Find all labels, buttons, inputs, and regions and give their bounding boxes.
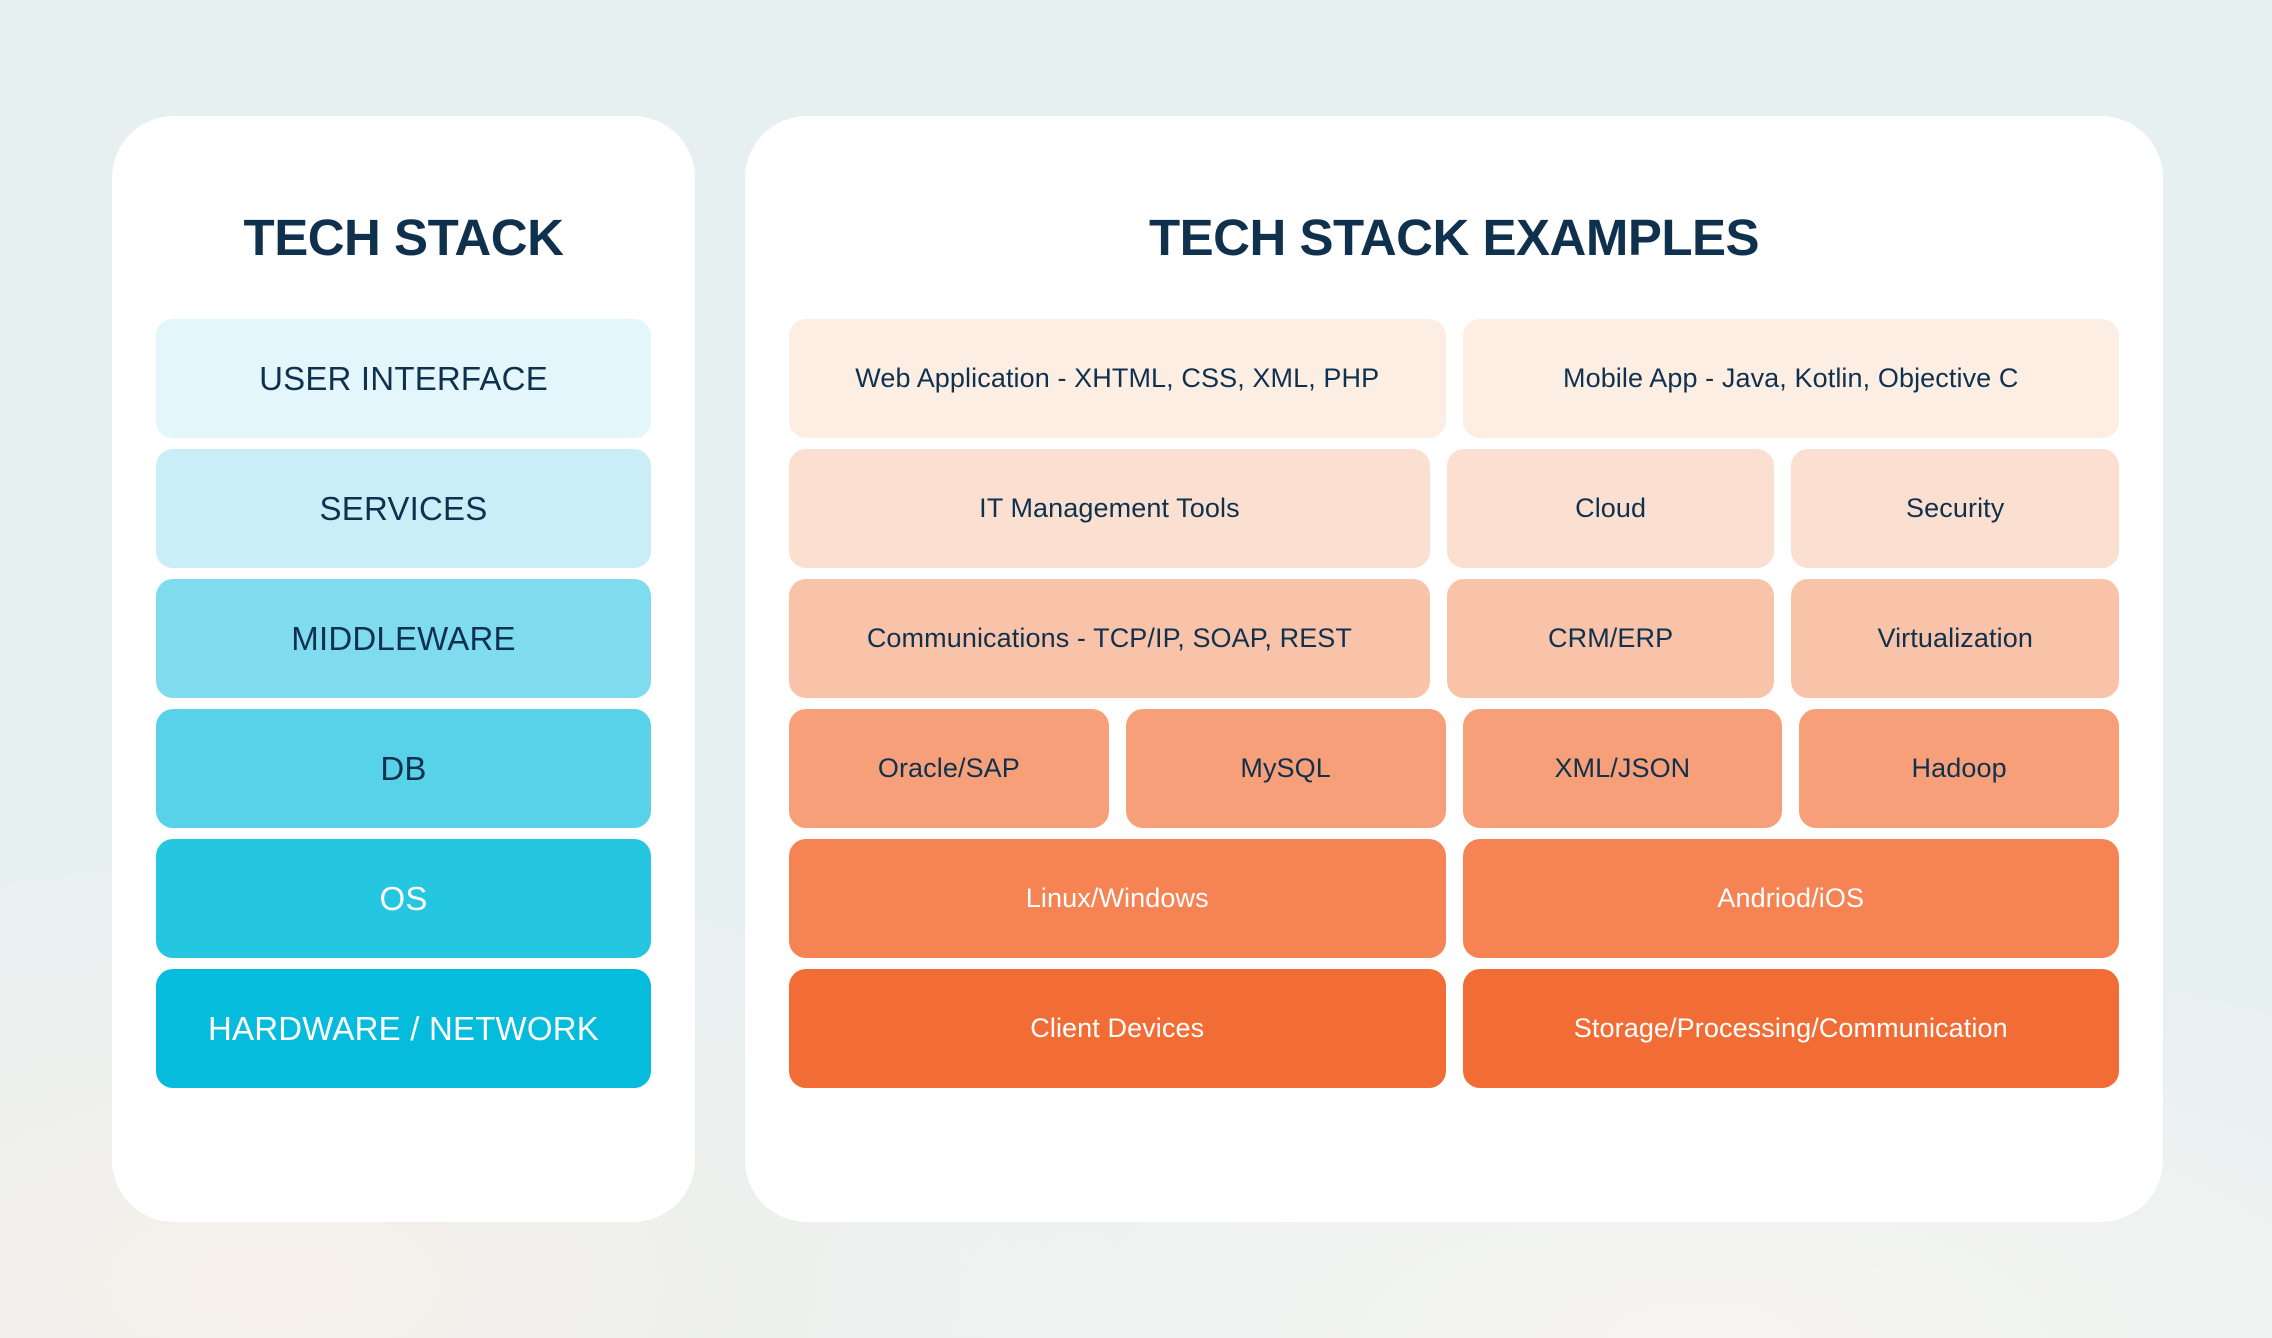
example-cell[interactable]: XML/JSON xyxy=(1462,709,1783,828)
example-cell-label: Storage/Processing/Communication xyxy=(1573,1013,2008,1043)
stack-layer[interactable]: HARDWARE / NETWORK xyxy=(156,969,651,1088)
example-cell[interactable]: Communications - TCP/IP, SOAP, REST xyxy=(789,579,1430,698)
example-cell[interactable]: MySQL xyxy=(1125,709,1446,828)
example-cell[interactable]: Hadoop xyxy=(1799,709,2119,828)
example-cell[interactable]: Cloud xyxy=(1446,449,1775,568)
tech-stack-examples-grid: Web Application - XHTML, CSS, XML, PHP Mo… xyxy=(789,319,2119,1088)
tech-stack-card: TECH STACK USER INTERFACE SERVICES MIDDLEW… xyxy=(112,116,695,1222)
example-cell-label: Oracle/SAP xyxy=(877,753,1020,783)
example-cell[interactable]: CRM/ERP xyxy=(1446,579,1775,698)
example-cell[interactable]: Storage/Processing/Communication xyxy=(1462,969,2119,1088)
example-cell-label: Cloud xyxy=(1575,493,1647,523)
example-cell-label: IT Management Tools xyxy=(979,493,1240,523)
example-cell-label: XML/JSON xyxy=(1554,753,1691,783)
stack-layer-label: SERVICES xyxy=(319,489,488,527)
examples-row: IT Management Tools Cloud Security xyxy=(789,449,2119,568)
example-cell-label: Virtualization xyxy=(1877,623,2033,653)
example-cell-label: Linux/Windows xyxy=(1025,883,1209,913)
example-cell-label: Communications - TCP/IP, SOAP, REST xyxy=(866,623,1353,653)
stack-layer-label: DB xyxy=(380,749,427,787)
example-cell-label: Andriod/iOS xyxy=(1717,883,1865,913)
example-cell[interactable]: Andriod/iOS xyxy=(1462,839,2119,958)
example-cell-label: CRM/ERP xyxy=(1548,623,1674,653)
example-cell[interactable]: Web Application - XHTML, CSS, XML, PHP xyxy=(789,319,1446,438)
tech-stack-title: TECH STACK xyxy=(243,209,564,266)
example-cell-label: Client Devices xyxy=(1030,1013,1205,1043)
example-cell[interactable]: Security xyxy=(1791,449,2119,568)
example-cell-label: Security xyxy=(1906,493,2005,523)
tech-stack-examples-card: TECH STACK EXAMPLES Web Application - XH… xyxy=(745,116,2163,1222)
example-cell[interactable]: Oracle/SAP xyxy=(789,709,1109,828)
example-cell[interactable]: IT Management Tools xyxy=(789,449,1430,568)
stack-layer-label: OS xyxy=(379,879,428,917)
stack-layer[interactable]: MIDDLEWARE xyxy=(156,579,651,698)
stack-layer-label: HARDWARE / NETWORK xyxy=(207,1009,600,1047)
examples-row: Web Application - XHTML, CSS, XML, PHP Mo… xyxy=(789,319,2119,438)
example-cell[interactable]: Linux/Windows xyxy=(789,839,1446,958)
examples-row: Linux/Windows Andriod/iOS xyxy=(789,839,2119,958)
stack-layer[interactable]: SERVICES xyxy=(156,449,651,568)
examples-row: Oracle/SAP MySQL XML/JSON Hadoop xyxy=(789,709,2119,828)
examples-row: Communications - TCP/IP, SOAP, REST CRM/E… xyxy=(789,579,2119,698)
example-cell[interactable]: Mobile App - Java, Kotlin, Objective C xyxy=(1462,319,2119,438)
stack-layer-label: USER INTERFACE xyxy=(259,359,548,397)
examples-row: Client Devices Storage/Processing/Communi… xyxy=(789,969,2119,1088)
stack-layer[interactable]: DB xyxy=(156,709,651,828)
tech-stack-layer-list: USER INTERFACE SERVICES MIDDLEWARE DB OS HARD… xyxy=(156,319,651,1088)
stack-layer-label: MIDDLEWARE xyxy=(291,619,516,657)
example-cell-label: Web Application - XHTML, CSS, XML, PHP xyxy=(855,363,1380,393)
stack-layer[interactable]: USER INTERFACE xyxy=(156,319,651,438)
tech-stack-examples-title: TECH STACK EXAMPLES xyxy=(1148,209,1760,266)
example-cell[interactable]: Client Devices xyxy=(789,969,1446,1088)
stack-layer[interactable]: OS xyxy=(156,839,651,958)
example-cell[interactable]: Virtualization xyxy=(1791,579,2119,698)
example-cell-label: MySQL xyxy=(1240,753,1331,783)
example-cell-label: Hadoop xyxy=(1911,753,2007,783)
example-cell-label: Mobile App - Java, Kotlin, Objective C xyxy=(1562,363,2019,393)
